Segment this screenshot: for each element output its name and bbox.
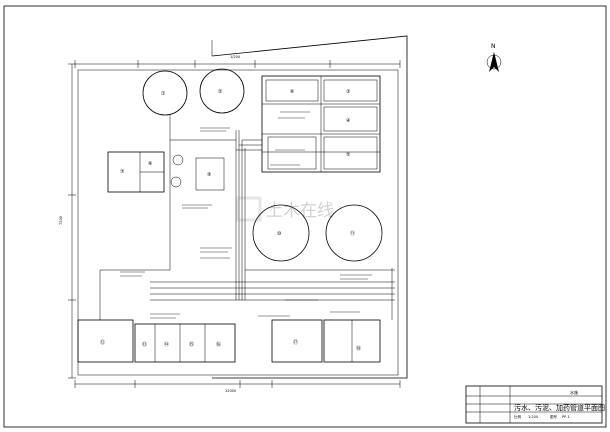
- drawing-no-label: 图号: [550, 414, 558, 419]
- site-boundary: [211, 35, 408, 379]
- tank-number: ⑯: [216, 341, 221, 348]
- left-dimension-text: 7200: [59, 216, 63, 225]
- drawing-no-value: PP-1: [562, 415, 570, 419]
- tank-number: ⑫: [100, 339, 105, 346]
- tank-number: ③: [346, 89, 350, 95]
- tank-number: ⑩: [277, 231, 282, 237]
- north-arrow: N: [486, 43, 502, 72]
- watermark-text: 土木在线: [266, 201, 334, 221]
- pipe-bundle: [99, 115, 395, 320]
- tank-number: ⑮: [189, 341, 194, 348]
- scale-label: 比例: [514, 414, 522, 419]
- tank-number: ①: [161, 91, 166, 97]
- top-dimension-text: 1/200: [230, 55, 240, 59]
- sheet-number: 水施: [570, 389, 578, 395]
- north-label: N: [491, 43, 496, 50]
- drawing-title: 污水、污泥、加药管道平面图: [514, 403, 605, 412]
- upper-circular-tanks: ① ②: [142, 68, 245, 116]
- bottom-dimension-text: 12000: [225, 389, 236, 393]
- tank-number: ⑧: [148, 161, 153, 167]
- upper-right-tank-block: ③ ④ ⑤ ⑥: [261, 75, 381, 173]
- title-block: 水施 污水、污泥、加药管道平面图 比例 1:200 图号 PP-1: [465, 385, 605, 424]
- tank-number: ⑥: [290, 89, 295, 95]
- watermark: 土木在线: [236, 196, 334, 222]
- tank-number: ④: [346, 118, 351, 124]
- machine-room: ⑦ ⑧ ⑨: [107, 151, 225, 193]
- sheet-border: [3, 5, 607, 428]
- tank-number: ⑬: [142, 341, 147, 348]
- annotation-marks: [120, 111, 372, 319]
- scale-value: 1:200: [528, 415, 538, 419]
- tank-number: ⑤: [346, 152, 350, 158]
- top-dimension-line: 1/200: [74, 55, 401, 68]
- tank-number: ②: [218, 89, 223, 95]
- tank-number: ⑱: [356, 345, 361, 352]
- tank-number: ⑰: [293, 339, 298, 346]
- tank-number: ⑦: [120, 169, 125, 175]
- tank-number: ⑨: [207, 172, 211, 178]
- bottom-dimension-line: 12000: [74, 380, 401, 393]
- plant-outline: [77, 69, 399, 376]
- tank-number: ⑪: [350, 230, 355, 237]
- tank-number: ⑭: [164, 341, 169, 348]
- lower-circular-tanks: ⑩ ⑪: [252, 204, 383, 262]
- left-dimension-line: 7200: [59, 63, 76, 379]
- bottom-tank-row: ⑫ ⑬ ⑭ ⑮ ⑯ ⑰ ⑱: [77, 319, 381, 363]
